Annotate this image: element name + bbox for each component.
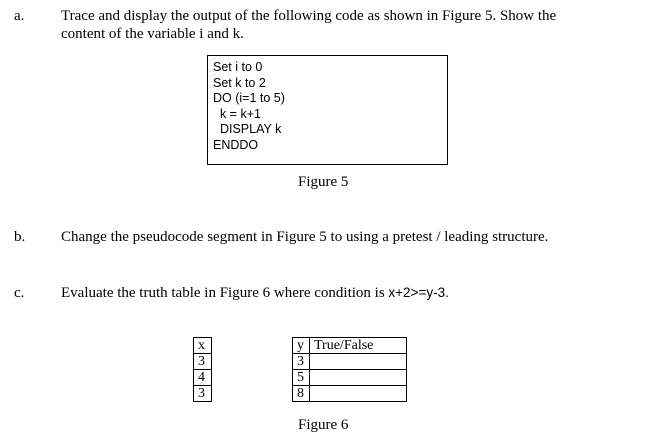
cell-x: 4 [193,369,212,386]
item-c-label: c. [14,285,25,301]
cell-y: 3 [292,353,310,370]
figure-5-code-box: Set i to 0 Set k to 2 DO (i=1 to 5) k = … [207,55,448,165]
item-c-condition: x+2>=y-3. [388,285,449,300]
table-spacer [211,337,293,354]
table-row: 4 5 [193,369,407,386]
table-spacer [211,385,293,402]
cell-y: 8 [292,385,310,402]
code-line: DISPLAY k [213,122,282,136]
cell-true-false [309,353,407,370]
table-header-row: x y True/False [193,337,407,354]
item-a-text-line2: content of the variable i and k. [61,26,244,42]
item-c-text-body: Evaluate the truth table in Figure 6 whe… [61,285,389,301]
cell-x: 3 [193,353,212,370]
header-y: y [292,337,310,354]
item-c-text: Evaluate the truth table in Figure 6 whe… [61,284,449,302]
figure-6-truth-table: x y True/False 3 3 4 5 3 8 [193,337,407,402]
table-row: 3 8 [193,385,407,402]
cell-y: 5 [292,369,310,386]
figure-5-caption: Figure 5 [298,174,349,190]
code-line: Set k to 2 [213,75,266,90]
code-line: DO (i=1 to 5) [213,91,285,105]
figure-6-caption: Figure 6 [298,417,349,433]
cell-true-false [309,369,407,386]
header-true-false: True/False [309,337,407,354]
header-x: x [193,337,212,354]
table-row: 3 3 [193,353,407,370]
item-b-label: b. [14,229,26,245]
code-line: k = k+1 [213,106,261,121]
item-a-text-line1: Trace and display the output of the foll… [61,8,557,24]
cell-x: 3 [193,385,212,402]
table-spacer [211,369,293,386]
item-b-text: Change the pseudocode segment in Figure … [61,229,549,245]
table-spacer [211,353,293,370]
cell-true-false [309,385,407,402]
code-line: Set i to 0 [213,60,263,74]
item-a-label: a. [14,8,25,24]
code-line: ENDDO [213,137,259,152]
